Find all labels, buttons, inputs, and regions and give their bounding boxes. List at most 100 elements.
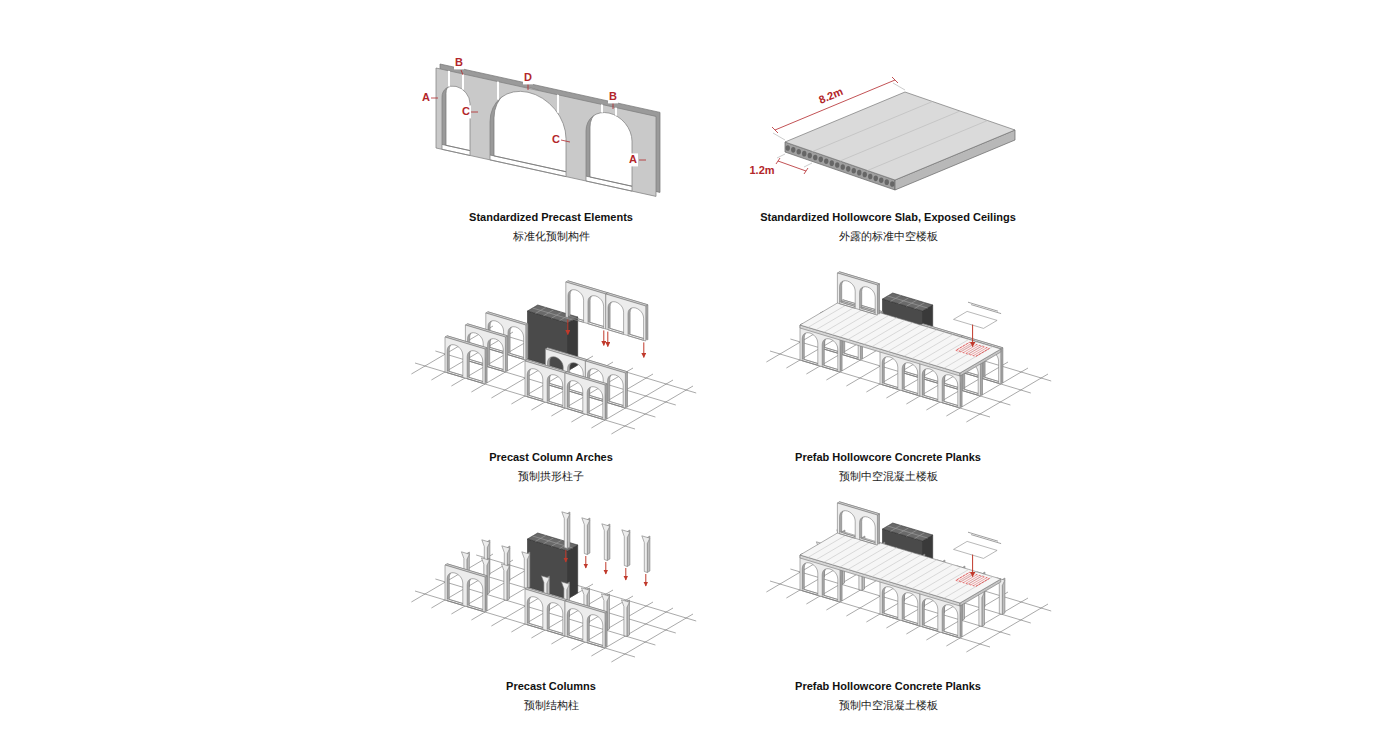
floating-plank bbox=[968, 532, 998, 541]
floating-plank bbox=[954, 541, 998, 558]
core-cell bbox=[888, 526, 928, 538]
arch-frame bbox=[445, 337, 485, 384]
caption-subtitle: 外露的标准中空楼板 bbox=[839, 230, 938, 243]
plank-joint bbox=[928, 339, 969, 363]
arch-frame bbox=[525, 589, 565, 636]
hatch-line bbox=[963, 575, 977, 583]
plank-joint bbox=[848, 315, 889, 339]
hatch-line bbox=[968, 346, 982, 354]
plank-joint bbox=[824, 538, 865, 562]
column bbox=[621, 600, 629, 637]
caption-title: Standardized Hollowcore Slab, Exposed Ce… bbox=[760, 211, 1016, 224]
plank-joint bbox=[896, 560, 937, 584]
caption-title: Prefab Hollowcore Concrete Planks bbox=[795, 451, 981, 464]
hollowcore-planks-assembly bbox=[766, 272, 1051, 422]
hatch-line bbox=[973, 578, 987, 586]
hatch-line bbox=[973, 348, 987, 356]
hatch-line bbox=[958, 573, 972, 581]
column bbox=[522, 552, 530, 589]
plank-joint bbox=[848, 545, 889, 569]
plank-joint bbox=[920, 337, 961, 361]
arch-frame bbox=[606, 294, 646, 341]
arch-frame bbox=[837, 273, 877, 315]
columns-assembly bbox=[411, 512, 696, 662]
placement-arrow bbox=[603, 330, 604, 345]
part-letter: A bbox=[628, 153, 638, 166]
plank-joint bbox=[896, 330, 937, 354]
plank-joint bbox=[864, 550, 905, 574]
plank-joint bbox=[888, 557, 929, 581]
hollowcore-slab bbox=[772, 77, 1015, 190]
part-letter: D bbox=[523, 71, 533, 84]
dimension-label: 8.2m bbox=[816, 85, 846, 108]
core-top bbox=[883, 523, 933, 541]
hollow-core bbox=[791, 147, 795, 153]
plank-joint bbox=[880, 325, 921, 349]
column bbox=[582, 518, 590, 555]
column bbox=[562, 512, 570, 549]
column bbox=[642, 536, 650, 573]
placement-arrow bbox=[643, 342, 644, 357]
hollow-core bbox=[852, 168, 856, 174]
column bbox=[501, 564, 509, 601]
hollow-core bbox=[808, 153, 812, 159]
plank-joint bbox=[904, 332, 945, 356]
hollow-core bbox=[824, 158, 828, 164]
hatch-line bbox=[968, 576, 982, 584]
placement-arrow bbox=[625, 568, 626, 580]
caption-subtitle: 预制中空混凝土楼板 bbox=[839, 470, 938, 483]
grid-line bbox=[431, 560, 513, 608]
hollow-core bbox=[890, 181, 894, 187]
hollow-core bbox=[846, 166, 850, 172]
precast-arch-elements bbox=[431, 64, 660, 196]
plank-joint bbox=[832, 311, 873, 335]
hatch-line bbox=[966, 575, 980, 583]
plank-joint bbox=[936, 342, 977, 366]
column-arches-assembly bbox=[411, 281, 696, 434]
hollow-core bbox=[802, 151, 806, 157]
plank-joint bbox=[824, 308, 865, 332]
plank-joint bbox=[856, 548, 897, 572]
plank-joint bbox=[808, 303, 849, 327]
hollow-core bbox=[868, 174, 872, 180]
placement-arrow bbox=[605, 562, 606, 574]
plank-joint bbox=[808, 533, 849, 557]
placement-arrow bbox=[567, 320, 568, 335]
part-letter: C bbox=[551, 133, 561, 146]
caption-subtitle: 标准化预制构件 bbox=[513, 230, 590, 243]
hollow-core bbox=[819, 157, 823, 163]
hollowcore-planks-assembly bbox=[766, 502, 1051, 652]
placement-arrow bbox=[607, 332, 608, 347]
core-top bbox=[883, 293, 933, 311]
dimension-label: 1.2m bbox=[748, 164, 775, 177]
hollow-core bbox=[830, 160, 834, 166]
arch-frame bbox=[565, 373, 605, 420]
arch-frame bbox=[525, 361, 565, 408]
floating-plank bbox=[971, 305, 1001, 314]
hollow-core bbox=[786, 145, 790, 151]
column bbox=[602, 524, 610, 561]
hollow-core bbox=[863, 172, 867, 178]
arch-frame bbox=[565, 601, 605, 648]
slab-top bbox=[800, 301, 1001, 373]
hollow-core bbox=[857, 170, 861, 176]
hatch-line bbox=[963, 345, 977, 353]
caption-title: Precast Column Arches bbox=[489, 451, 613, 464]
placement-arrow bbox=[972, 555, 973, 577]
plank-joint bbox=[816, 306, 857, 330]
plank-joint bbox=[904, 562, 945, 586]
caption-title: Prefab Hollowcore Concrete Planks bbox=[795, 680, 981, 693]
hollow-core bbox=[813, 155, 817, 161]
plank-joint bbox=[888, 327, 929, 351]
plank-joint bbox=[816, 536, 857, 560]
plank-joint bbox=[912, 565, 953, 589]
plank-joint bbox=[928, 569, 969, 593]
caption-title: Standardized Precast Elements bbox=[469, 211, 633, 224]
plank-joint bbox=[912, 335, 953, 359]
plank-joint bbox=[880, 555, 921, 579]
floating-plank bbox=[954, 311, 998, 328]
slab-top bbox=[800, 531, 1001, 603]
